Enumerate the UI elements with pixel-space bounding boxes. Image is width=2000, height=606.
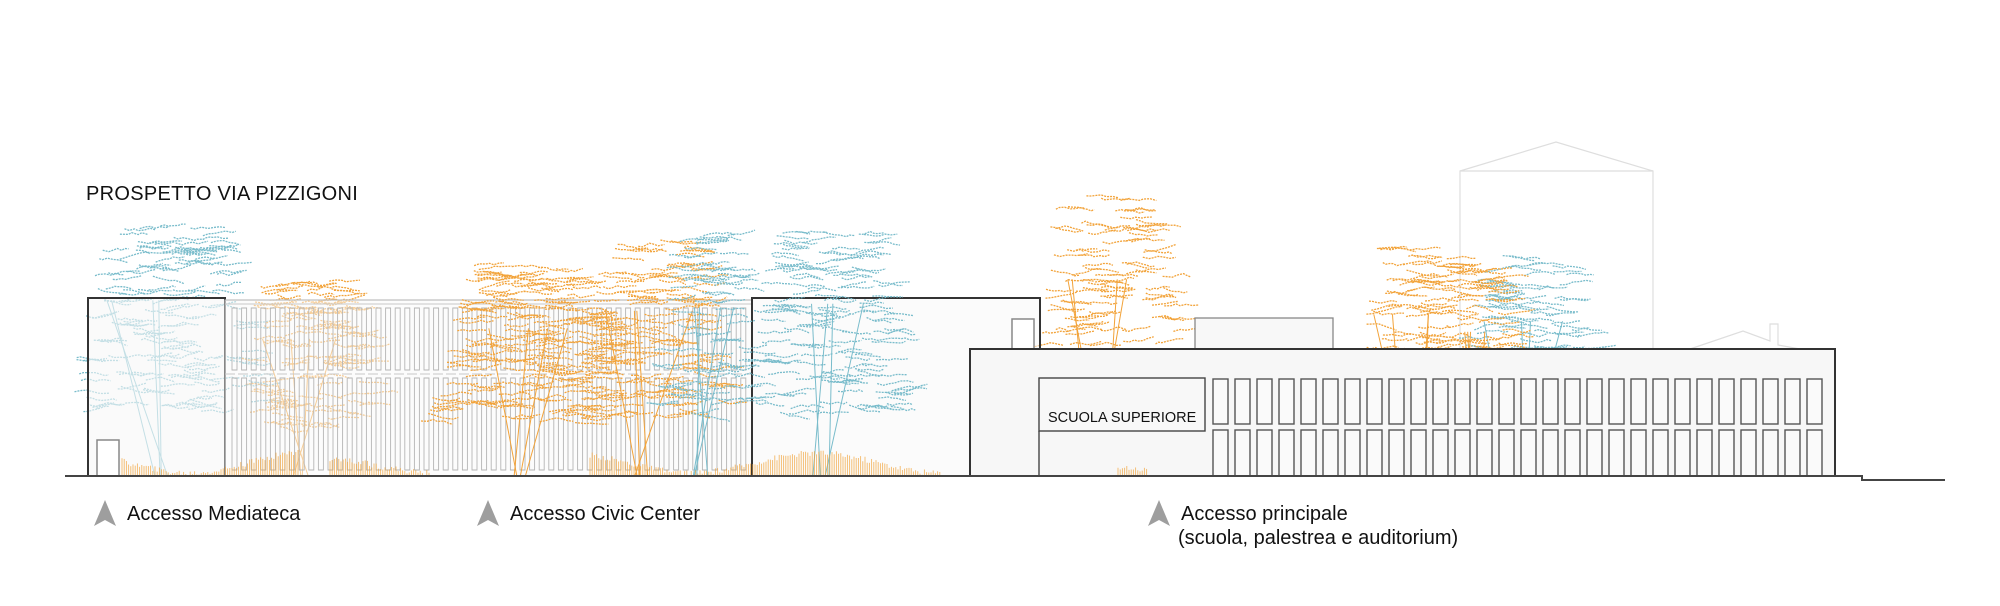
roof-access [1011,318,1035,350]
ground-line [65,475,1945,481]
sign-text: SCUOLA SUPERIORE [1048,410,1197,426]
trees-foreground [420,229,928,477]
mediateca-door [96,439,120,477]
north-arrow-icon [477,500,499,526]
access-civic-center: Accesso Civic Center [477,500,701,526]
north-arrow-icon [1148,500,1170,526]
access-principale: Accesso principale (scuola, palestrea e … [1148,500,1459,550]
access-label: Accesso Civic Center [510,503,701,525]
access-sublabel: (scuola, palestrea e auditorium) [1178,527,1459,549]
school-sign: SCUOLA SUPERIORE [1038,377,1206,476]
ghost-house [1459,141,1801,350]
access-mediateca: Accesso Mediateca [94,500,301,526]
roof-volume [1194,317,1334,350]
access-label: Accesso Mediateca [127,503,301,525]
drawing-title: PROSPETTO VIA PIZZIGONI [86,183,359,205]
school-windows [1212,378,1823,477]
access-label: Accesso principale [1181,503,1348,525]
grass-hedge [121,450,1148,476]
north-arrow-icon [94,500,116,526]
